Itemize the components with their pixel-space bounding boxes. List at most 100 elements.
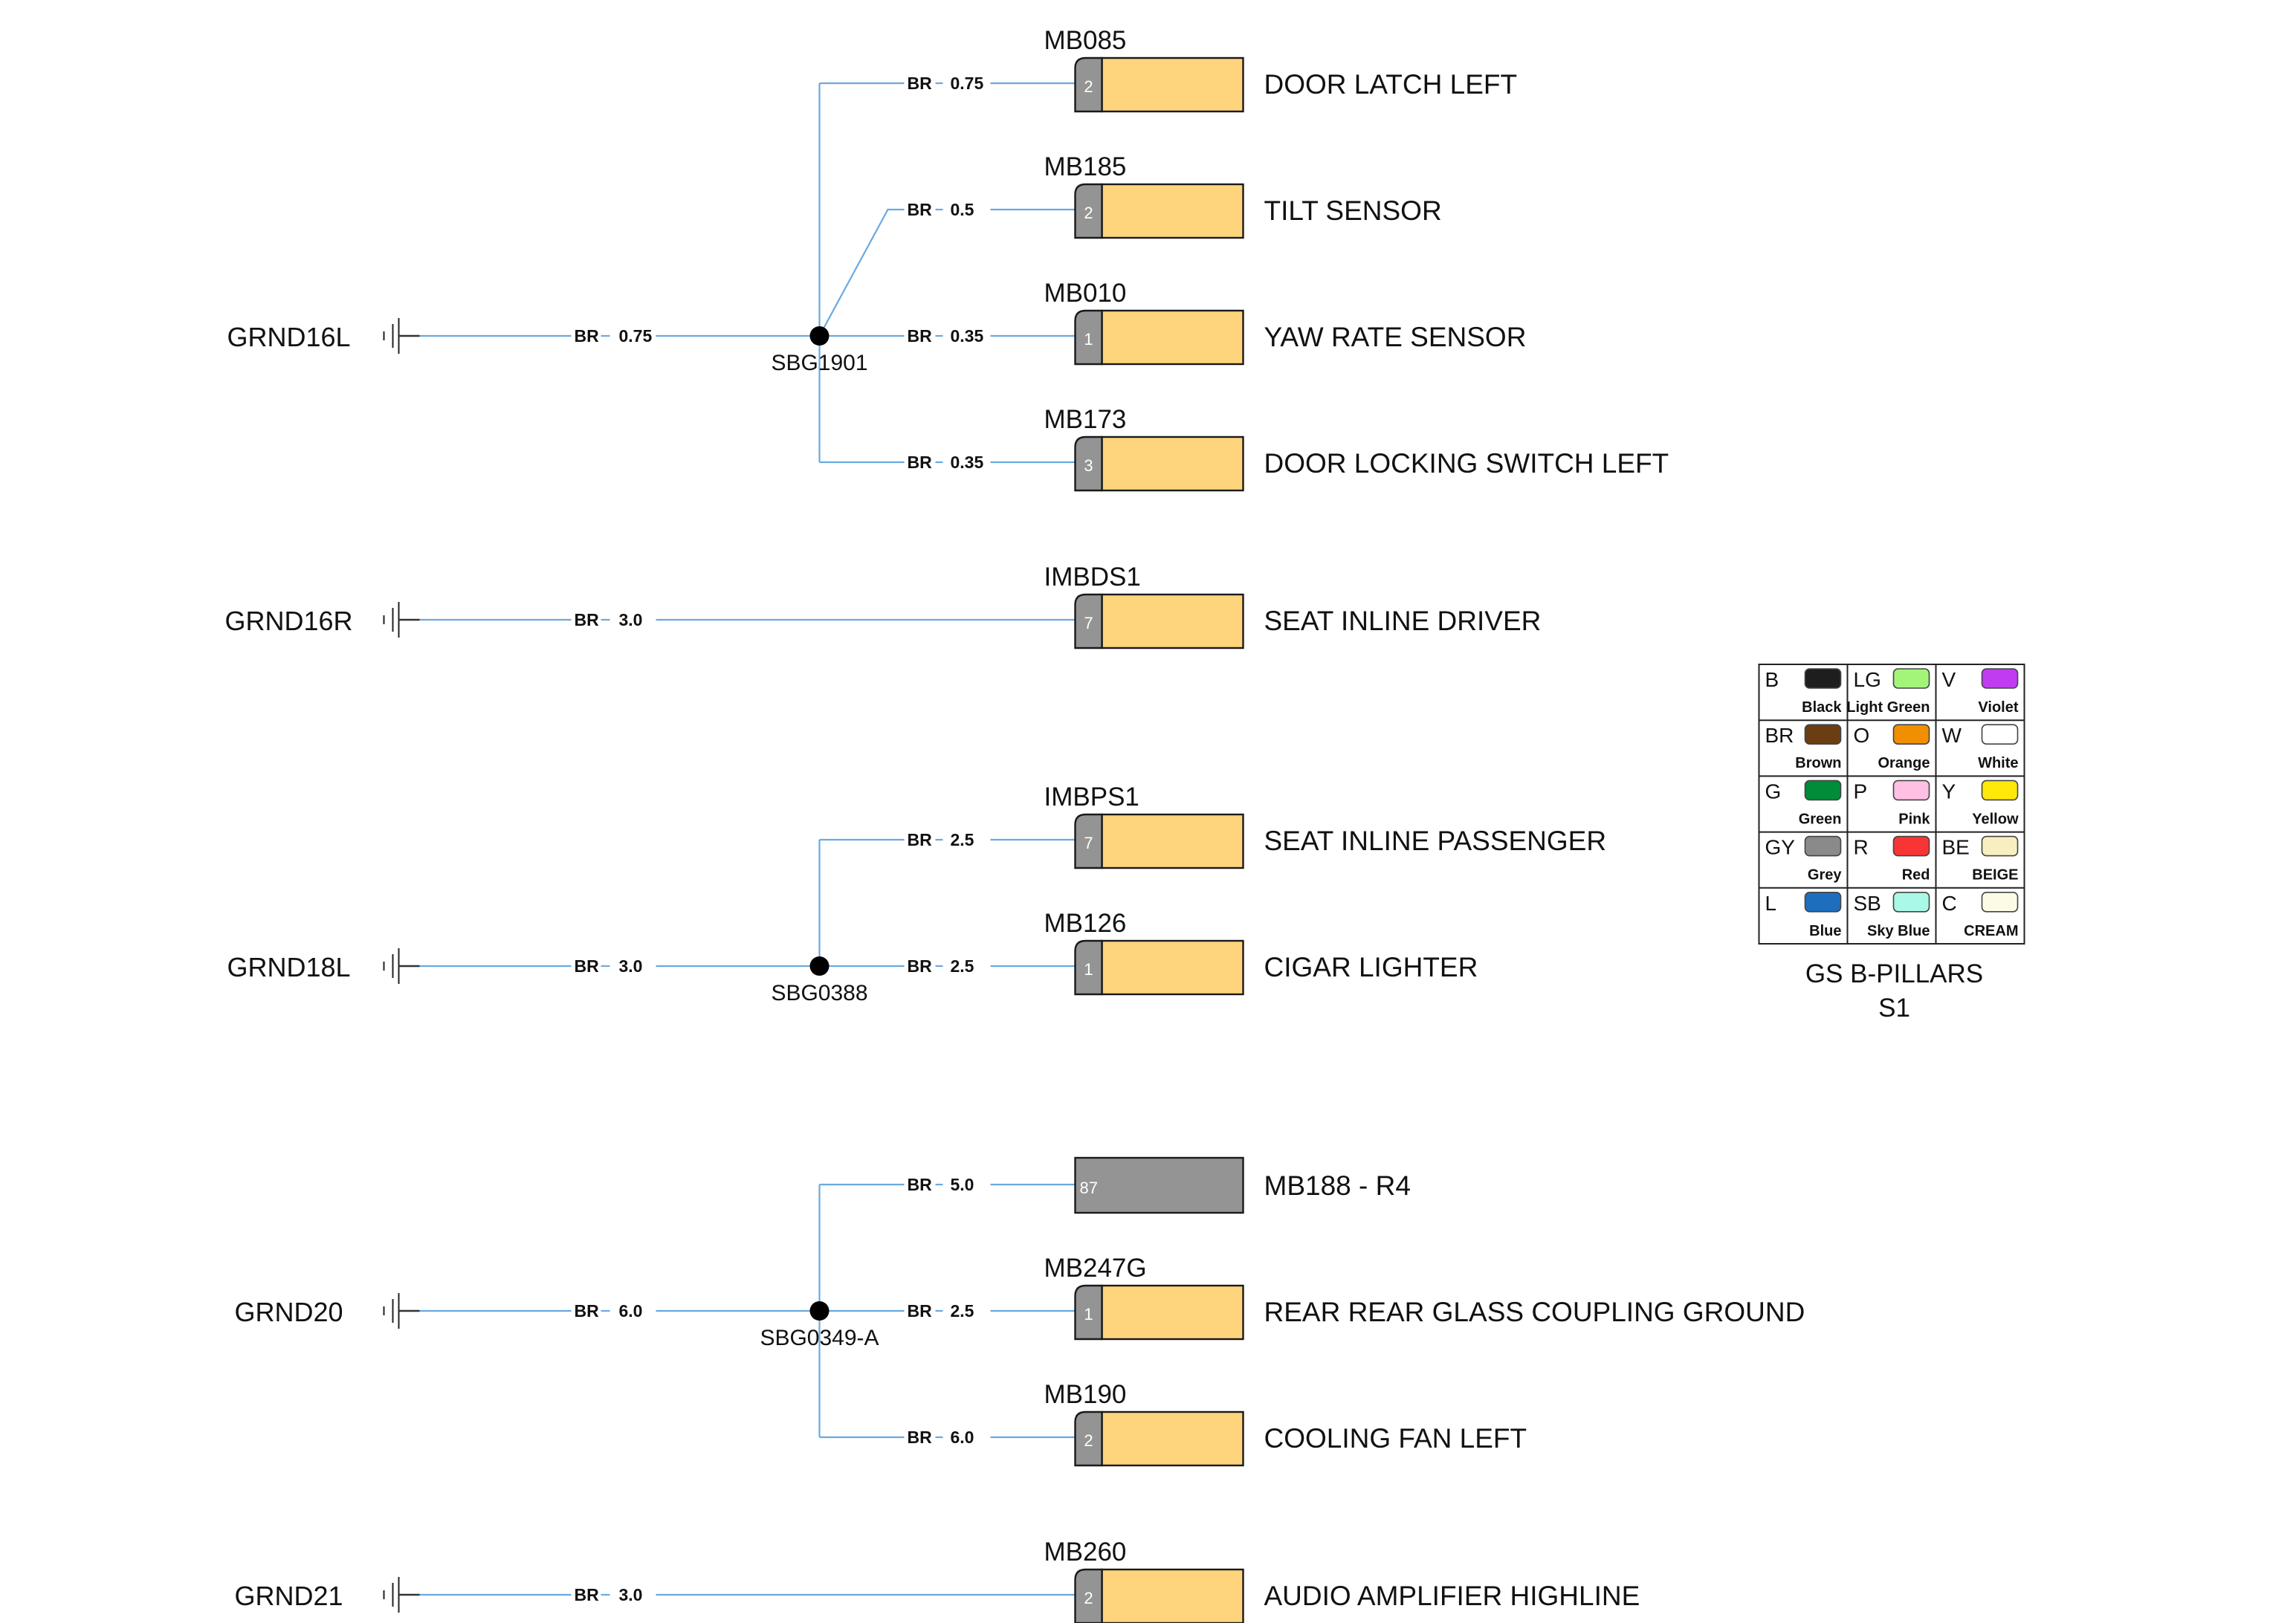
trunk-wire-gauge: 3.0 [619, 956, 643, 976]
branch-wire-color: BR [908, 1301, 933, 1321]
trunk-wire-gauge: 6.0 [619, 1301, 643, 1321]
component-description: TILT SENSOR [1264, 195, 1442, 226]
legend-code: G [1765, 780, 1782, 803]
connector-body[interactable] [1101, 309, 1244, 366]
ground-label: GRND20 [234, 1297, 343, 1327]
ground-symbol-icon [383, 1293, 420, 1329]
branch-wire-gauge: 0.75 [951, 74, 984, 93]
legend-swatch [1804, 835, 1842, 857]
connector-pin-number: 1 [1084, 330, 1093, 349]
trunk-wire-gauge: 3.0 [619, 610, 643, 629]
connector-id: MB010 [1044, 279, 1127, 308]
branch-wire-gauge: 2.5 [951, 830, 974, 849]
relay-pin-number: 87 [1080, 1179, 1098, 1197]
connector-id: MB190 [1044, 1380, 1127, 1409]
legend-swatch [1892, 724, 1930, 745]
connector-pin-cap[interactable] [1074, 1410, 1103, 1467]
connector-body[interactable] [1101, 1410, 1244, 1467]
connector-body[interactable] [1101, 183, 1244, 239]
branch-wire-color: BR [908, 1175, 933, 1194]
legend-swatch [1804, 780, 1842, 801]
connector-pin-number: 7 [1084, 614, 1093, 632]
trunk-wire-color: BR [575, 956, 600, 976]
connector-body[interactable] [1101, 1284, 1244, 1341]
legend-frame [1758, 664, 2025, 945]
connector-body[interactable] [1101, 939, 1244, 996]
connector-pin-number: 7 [1084, 834, 1093, 852]
connector-pin-number: 2 [1084, 1431, 1093, 1450]
legend-swatch [1981, 668, 2019, 689]
branch-wire-gauge: 0.35 [951, 453, 984, 472]
connector-id: MB247G [1044, 1254, 1147, 1283]
connector-id: MB126 [1044, 909, 1127, 938]
connector-pin-cap[interactable] [1074, 56, 1103, 113]
connector-pin-cap[interactable] [1074, 183, 1103, 239]
connector-pin-cap[interactable] [1074, 435, 1103, 492]
connector-body[interactable] [1101, 56, 1244, 113]
legend-code: W [1942, 724, 1962, 747]
trunk-wire-color: BR [575, 326, 600, 346]
splice-node-icon[interactable] [809, 956, 830, 976]
branch-wire-gauge: 5.0 [951, 1175, 974, 1194]
legend-code: BR [1765, 724, 1794, 747]
splice-label: SBG0388 [771, 981, 867, 1005]
connector-body[interactable] [1101, 593, 1244, 649]
legend-name: Green [1799, 811, 1842, 827]
legend-code: B [1765, 668, 1779, 691]
legend-code: R [1854, 836, 1869, 859]
component-description: COOLING FAN LEFT [1264, 1423, 1527, 1454]
connector-pin-cap[interactable] [1074, 309, 1103, 366]
relay-block[interactable] [1074, 1156, 1244, 1214]
connector-body[interactable] [1101, 435, 1244, 492]
connector-id: MB085 [1044, 26, 1127, 55]
ground-symbol-icon [383, 602, 420, 638]
branch-wire-color: BR [908, 830, 933, 849]
connector-pin-cap[interactable] [1074, 593, 1103, 649]
branch-wire-color: BR [908, 200, 933, 219]
ground-symbol-icon [383, 948, 420, 984]
connector-pin-cap[interactable] [1074, 939, 1103, 996]
splice-node-icon[interactable] [809, 326, 830, 346]
branch-wire-diagonal[interactable] [818, 208, 905, 337]
connector-pin-number: 3 [1084, 456, 1093, 475]
splice-node-icon[interactable] [809, 1301, 830, 1321]
legend-code: SB [1854, 892, 1881, 915]
component-description: SEAT INLINE PASSENGER [1264, 826, 1607, 856]
splice-label: SBG0349-A [760, 1326, 879, 1350]
connector-pin-cap[interactable] [1074, 1284, 1103, 1341]
legend-swatch [1892, 668, 1930, 689]
legend-swatch [1892, 780, 1930, 801]
connector-pin-cap[interactable] [1074, 1568, 1103, 1623]
branch-wire-gauge: 2.5 [951, 1301, 974, 1321]
legend-name: Blue [1809, 923, 1841, 939]
legend-name: Orange [1878, 755, 1930, 771]
legend-swatch [1892, 892, 1930, 913]
connector-pin-cap[interactable] [1074, 813, 1103, 869]
legend-name: BEIGE [1972, 867, 2018, 884]
trunk-wire-color: BR [575, 1585, 600, 1604]
legend-title: GS B-PILLARS [1805, 959, 1983, 988]
connector-body[interactable] [1101, 1568, 1244, 1623]
legend-name: Black [1802, 699, 1842, 716]
legend-name: Grey [1808, 867, 1842, 884]
connector-pin-number: 1 [1084, 960, 1093, 979]
connector-body[interactable] [1101, 813, 1244, 869]
